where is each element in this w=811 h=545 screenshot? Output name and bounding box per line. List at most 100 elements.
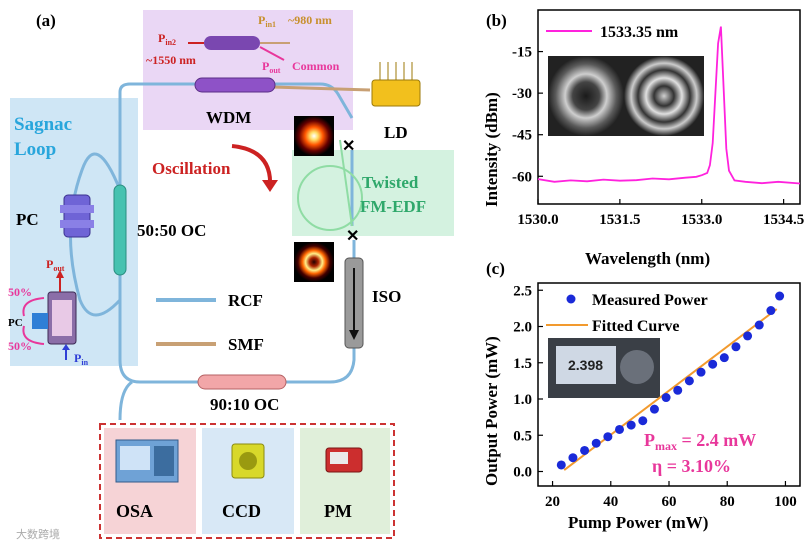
plot-c-xtick-label: 60 <box>662 494 677 510</box>
osa-label: OSA <box>116 501 153 521</box>
splice-mark-1: ✕ <box>342 138 355 155</box>
oc-50-component <box>113 184 127 276</box>
plot-c-ytick-label: 0.0 <box>513 465 532 481</box>
fm-edf-coil <box>297 165 363 231</box>
eta-text: η = 3.10% <box>652 456 731 476</box>
measured-point <box>719 353 729 363</box>
measured-points <box>556 291 785 470</box>
legend-rcf-label: RCF <box>228 291 263 310</box>
measured-point <box>556 460 566 470</box>
plot-b-legend: 1533.35 nm <box>600 24 679 41</box>
measured-point <box>638 416 648 426</box>
ld-component <box>371 62 421 107</box>
wdm-1550-label: ~1550 nm <box>146 53 196 67</box>
osa-icon <box>115 439 179 483</box>
oscillation-arrow <box>231 144 273 187</box>
panel-b-label: (b) <box>486 11 507 30</box>
plot-b-xlabel: Wavelength (nm) <box>585 249 710 268</box>
sagnac-title-1: Sagnac <box>14 114 72 135</box>
wdm-980-label: ~980 nm <box>288 13 332 27</box>
watermark: 大数跨境 <box>16 527 60 541</box>
wdm-pin1-label: Pin1 <box>258 13 276 29</box>
plot-b-frame <box>537 9 801 205</box>
plot-b-ytick-label: -15 <box>512 45 532 61</box>
plot-b-xtick-label: 1531.5 <box>599 212 640 228</box>
measured-point <box>673 385 683 395</box>
pc-component <box>60 194 94 238</box>
twisted-label-2: FM-EDF <box>360 197 426 216</box>
pm-icon <box>325 447 363 473</box>
inset-ratio-top: 50% <box>8 285 32 299</box>
pmax-text: Pmax = 2.4 mW <box>644 430 756 453</box>
oc-50-label: 50:50 OC <box>137 221 206 240</box>
fiber-bottom <box>118 100 356 384</box>
wdm-pin2-label: Pin2 <box>158 31 176 47</box>
inset-pin-label: Pin <box>74 351 89 367</box>
ccd-image-1 <box>548 56 624 136</box>
wdm-box <box>143 10 353 130</box>
plot-c-legend-dot <box>566 294 576 304</box>
fiber-output <box>118 380 133 421</box>
pm-label: PM <box>324 501 352 521</box>
power-meter-photo: 2.398 <box>548 338 660 398</box>
ccd-icon <box>231 443 265 479</box>
inset-pc-icon <box>32 313 48 329</box>
measured-point <box>649 404 659 414</box>
plot-c-legend-measured: Measured Power <box>592 292 708 309</box>
fiber-top <box>118 82 354 119</box>
wdm-common-label: Common <box>292 59 340 73</box>
legend-smf-label: SMF <box>228 335 264 354</box>
wdm-component <box>194 77 276 93</box>
plot-b-xtick-label: 1533.0 <box>681 212 722 228</box>
measured-point <box>684 376 694 386</box>
sagnac-inset <box>22 270 77 360</box>
oscillation-label: Oscillation <box>152 159 231 178</box>
mode-profile-vortex <box>294 242 334 282</box>
measured-point <box>743 331 753 341</box>
measured-point <box>766 306 776 316</box>
plot-c-legend-fit: Fitted Curve <box>592 318 680 335</box>
inset-pout-label: Pout <box>46 257 65 273</box>
fm-edf-lead <box>339 139 353 227</box>
wdm-label: WDM <box>206 108 251 127</box>
measured-point <box>580 445 590 455</box>
sagnac-title-2: Loop <box>14 139 56 160</box>
plot-b-ylabel: Intensity (dBm) <box>482 92 501 207</box>
wdm-inset-component <box>204 36 260 50</box>
twisted-label-1: Twisted <box>362 173 419 192</box>
pc-label: PC <box>16 210 39 229</box>
pm-box <box>300 428 390 534</box>
plot-c-xtick-label: 80 <box>720 494 735 510</box>
fm-edf-box <box>292 150 454 236</box>
plot-c-ytick-label: 2.0 <box>513 320 532 336</box>
oscillation-arrowhead <box>262 180 278 192</box>
plot-c-ytick-label: 1.0 <box>513 392 532 408</box>
plot-c-xtick-label: 100 <box>774 494 797 510</box>
measured-point <box>568 453 578 463</box>
ccd-label: CCD <box>222 501 261 521</box>
power-meter-reading: 2.398 <box>568 357 603 373</box>
fiber-right <box>350 150 356 258</box>
panel-a: (a) Sagnac Loop ✕ ✕ PC 50:50 <box>8 10 454 539</box>
plot-c-ytick-label: 1.5 <box>513 356 532 372</box>
measured-point <box>626 420 636 430</box>
measured-point <box>775 291 785 301</box>
measured-point <box>615 424 625 434</box>
plot-c-ylabel: Output Power (mW) <box>482 336 501 486</box>
wdm-pout-label: Pout <box>262 59 281 75</box>
splice-mark-2: ✕ <box>346 228 359 245</box>
measured-point <box>708 359 718 369</box>
plot-c-xtick-label: 40 <box>603 494 618 510</box>
plot-c-ytick-label: 0.5 <box>513 428 532 444</box>
inset-ratio-bottom: 50% <box>8 339 32 353</box>
iso-label: ISO <box>372 287 401 306</box>
mode-profile-gaussian <box>294 116 334 156</box>
plot-b-ytick-label: -45 <box>512 128 532 144</box>
plot-c-xlabel: Pump Power (mW) <box>568 513 708 532</box>
smf-fiber-ld <box>271 85 371 92</box>
plot-c-xtick-label: 20 <box>545 494 560 510</box>
ccd-image-2 <box>624 56 704 136</box>
